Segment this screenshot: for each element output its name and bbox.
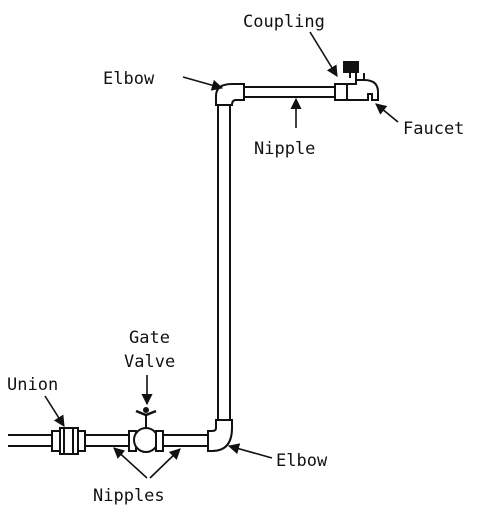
label-union: Union [7, 375, 58, 395]
union-fitting [51, 427, 86, 455]
elbow-top-arrow [182, 76, 224, 91]
elbow-bottom-fitting [207, 419, 233, 452]
nipple-left [85, 434, 131, 447]
gate-valve [128, 407, 164, 453]
label-nipple-top: Nipple [254, 139, 315, 159]
union-arrow [44, 395, 65, 427]
label-coupling: Coupling [243, 12, 325, 32]
coupling-arrow [309, 31, 338, 77]
nipple-top [244, 86, 335, 98]
label-nipples: Nipples [93, 486, 165, 506]
label-elbow-bottom: Elbow [276, 451, 328, 471]
supply-pipe [8, 434, 52, 447]
elbow-bottom-arrow [227, 443, 273, 459]
faucet-arrow [375, 103, 399, 123]
riser-pipe [217, 103, 231, 420]
nipples-arrow-left [113, 447, 148, 479]
nipple-right [163, 434, 210, 447]
label-valve: Valve [124, 352, 175, 372]
label-gate: Gate [129, 328, 170, 348]
coupling-fitting [334, 83, 348, 101]
faucet-fitting [343, 61, 379, 101]
label-faucet: Faucet [403, 119, 464, 139]
label-elbow-top: Elbow [103, 69, 155, 89]
nipples-arrow-right [149, 448, 181, 479]
